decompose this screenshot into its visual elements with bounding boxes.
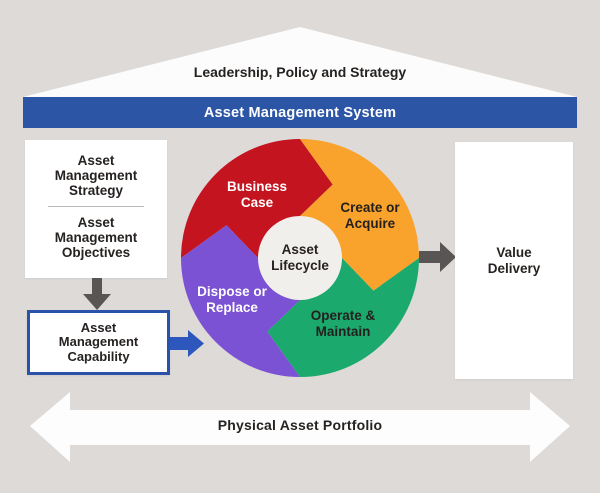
roof-shape xyxy=(23,27,577,97)
business-case-label: Business Case xyxy=(226,179,288,210)
capability-label: Asset Management Capability xyxy=(58,319,139,364)
asset-lifecycle-center-label: Asset Lifecycle xyxy=(271,242,329,273)
gray-right-arrow-icon xyxy=(419,242,456,272)
operate-and-maintain-segment xyxy=(267,258,419,377)
operate-and-maintain-label: Operate & Maintain xyxy=(310,308,376,339)
value-delivery-box: Value Delivery xyxy=(455,142,573,379)
banner-asset-management-system: Asset Management System xyxy=(23,97,577,128)
objectives-label: Asset Management Objectives xyxy=(54,215,138,260)
strategy-label: Asset Management Strategy xyxy=(54,153,138,198)
lifecycle-ring xyxy=(181,139,419,377)
create-or-acquire-label: Create or Acquire xyxy=(340,200,400,231)
banner-label: Asset Management System xyxy=(203,104,397,121)
roof-triangle xyxy=(23,27,577,97)
portfolio-double-arrow xyxy=(30,392,570,462)
capability-box: Asset Management Capability xyxy=(27,310,170,375)
create-or-acquire-segment xyxy=(300,139,419,291)
value-delivery-label: Value Delivery xyxy=(487,244,541,276)
strategy-objectives-box: Asset Management Strategy Asset Manageme… xyxy=(25,140,167,278)
down-arrow-icon xyxy=(83,278,111,310)
business-case-segment xyxy=(181,139,333,258)
portfolio-label: Physical Asset Portfolio xyxy=(217,417,383,433)
blue-right-arrow-icon xyxy=(170,330,204,357)
asset-lifecycle-diagram: Business Case Create or Acquire Operate … xyxy=(180,138,420,378)
dispose-or-replace-segment xyxy=(181,225,300,377)
dispose-or-replace-label: Dispose or Replace xyxy=(197,284,267,315)
divider xyxy=(48,206,144,207)
roof-label: Leadership, Policy and Strategy xyxy=(193,64,407,80)
lifecycle-hub-circle xyxy=(257,215,343,301)
